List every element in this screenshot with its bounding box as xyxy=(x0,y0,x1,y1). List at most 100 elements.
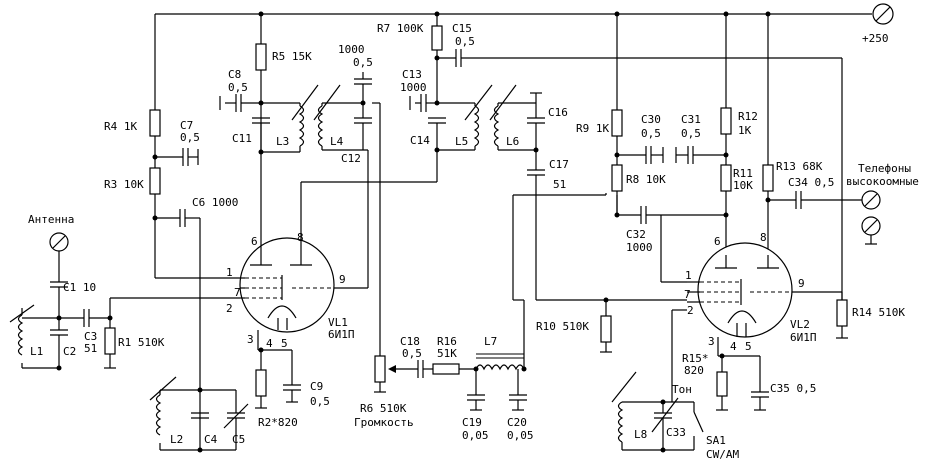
phones-terminals[interactable] xyxy=(861,190,881,245)
c32-label: C32 xyxy=(626,228,646,241)
tube-vl1 xyxy=(239,237,368,333)
c8-value: 0,5 xyxy=(228,81,248,94)
vl2-label: VL2 xyxy=(790,318,810,331)
r14-label: R14 510K xyxy=(852,306,905,319)
r9-label: R9 1K xyxy=(576,122,609,135)
resistor-r11 xyxy=(720,164,732,255)
vl2-pin1: 1 xyxy=(685,269,692,282)
resistor-r10 xyxy=(600,300,612,353)
capacitor-c3 xyxy=(59,297,240,327)
l5-label: L5 xyxy=(455,135,468,148)
r6-label: R6 510K xyxy=(360,402,407,415)
vl1-pin1: 1 xyxy=(226,266,233,279)
antenna xyxy=(49,232,69,282)
capacitor-c1 xyxy=(50,281,68,318)
c2-label: C2 xyxy=(63,345,76,358)
r5-label: R5 15K xyxy=(272,50,312,63)
capacitor-c9 xyxy=(283,350,301,403)
vl1-pin9: 9 xyxy=(339,273,346,286)
c31-label: C31 xyxy=(681,113,701,126)
c8-label: C8 xyxy=(228,68,241,81)
vl2-pin3: 3 xyxy=(708,335,715,348)
potentiometer-r6[interactable] xyxy=(372,102,396,393)
capacitor-c4 xyxy=(191,387,236,453)
c7-value: 0,5 xyxy=(180,131,200,144)
ton-label: Тон xyxy=(672,383,692,396)
l8-label: L8 xyxy=(634,428,647,441)
capacitor-c2 xyxy=(50,315,68,371)
r11-value: 10K xyxy=(733,179,753,192)
c30-value: 0,5 xyxy=(641,127,661,140)
capacitor-c34 xyxy=(768,191,862,209)
r3-label: R3 10K xyxy=(104,178,144,191)
capacitor-c17 xyxy=(527,150,687,303)
vl1-pin3: 3 xyxy=(247,333,254,346)
c1-label: C1 10 xyxy=(63,281,96,294)
c5-label: C5 xyxy=(232,433,245,446)
r12-label: R12 xyxy=(738,110,758,123)
r6-function: Громкость xyxy=(354,416,414,429)
resistor-r14 xyxy=(836,292,848,339)
c31-value: 0,5 xyxy=(681,127,701,140)
l6-label: L6 xyxy=(506,135,519,148)
vl1-pin5: 5 xyxy=(281,337,288,350)
vl1-pin8: 8 xyxy=(297,231,304,244)
l2-label: L2 xyxy=(170,433,183,446)
c15-value: 0,5 xyxy=(455,35,475,48)
c9-label: C9 xyxy=(310,380,323,393)
vl1-pin7: 7 xyxy=(234,286,241,299)
capacitor-c12 xyxy=(354,100,372,288)
c19-value: 0,05 xyxy=(462,429,489,442)
resistor-r4 xyxy=(149,109,161,160)
inductor-l6 xyxy=(489,84,536,151)
vl1-pin6: 6 xyxy=(251,235,258,248)
capacitor-c19 xyxy=(467,369,485,411)
resistor-r12 xyxy=(720,14,732,165)
c19-label: C19 xyxy=(462,416,482,429)
phones-sublabel: высокоомные xyxy=(846,175,919,188)
r16-label: R16 xyxy=(437,335,457,348)
r13-label: R13 68K xyxy=(776,160,823,173)
capacitor-c32 xyxy=(640,206,729,224)
r15-label: R15* xyxy=(682,352,709,365)
resistor-r9 xyxy=(611,14,623,165)
vl2-pin8: 8 xyxy=(760,231,767,244)
c10-value: 1000 xyxy=(338,43,365,56)
capacitor-c13 xyxy=(409,94,437,112)
l1-label: L1 xyxy=(30,345,43,358)
c35-label: C35 0,5 xyxy=(770,382,816,395)
l7-label: L7 xyxy=(484,335,497,348)
vl2-pin2: 2 xyxy=(687,304,694,317)
c7-label: C7 xyxy=(180,119,193,132)
l3-label: L3 xyxy=(276,135,289,148)
c17-label: C17 xyxy=(549,158,569,171)
vl2-pin9: 9 xyxy=(798,277,805,290)
c9-value: 0,5 xyxy=(310,395,330,408)
capacitor-c8 xyxy=(219,94,264,112)
capacitor-c31 xyxy=(675,146,729,164)
capacitor-c35 xyxy=(751,356,769,411)
resistor-r16 xyxy=(432,363,479,375)
vl1-pin4: 4 xyxy=(266,337,273,350)
r10-label: R10 510K xyxy=(536,320,589,333)
inductor-l3 xyxy=(282,84,319,152)
capacitor-c15 xyxy=(434,49,843,300)
switch-sa1[interactable] xyxy=(672,401,704,450)
vl2-wiring xyxy=(660,215,760,402)
vl1-pin2: 2 xyxy=(226,302,233,315)
inductor-l1 xyxy=(9,304,59,369)
power-label: +250 xyxy=(862,32,889,45)
c16-label: C16 xyxy=(548,106,568,119)
inductor-l7 xyxy=(475,193,607,372)
c15-label: C15 xyxy=(452,22,472,35)
r8-label: R8 10K xyxy=(626,173,666,186)
resistor-r15 xyxy=(716,356,728,411)
c11-label: C11 xyxy=(232,132,252,145)
r4-label: R4 1K xyxy=(104,120,137,133)
capacitor-c18 xyxy=(396,360,433,378)
inductor-l8 xyxy=(611,371,694,451)
r7-label: R7 100K xyxy=(377,22,424,35)
vl1-label: VL1 xyxy=(328,316,348,329)
capacitor-c33[interactable] xyxy=(651,397,679,453)
